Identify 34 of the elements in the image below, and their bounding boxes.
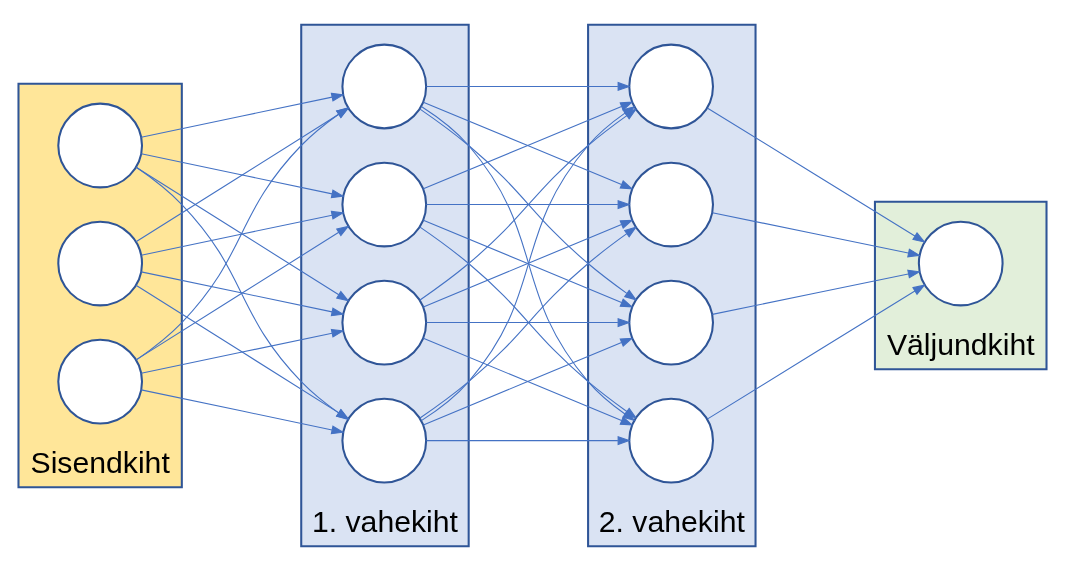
cluster: 2. vahekiht: [587, 23, 757, 548]
arrow: [707, 284, 926, 420]
arrow: [419, 226, 638, 419]
node-circle: [628, 43, 714, 130]
arrow: [140, 271, 345, 317]
node-circle: [341, 161, 428, 248]
cluster: Väljundkiht: [873, 200, 1048, 371]
node-circle: [57, 102, 144, 189]
arrow: [140, 210, 345, 256]
arrow: [135, 225, 350, 361]
node-circle: [341, 43, 428, 130]
arrow: [425, 435, 631, 446]
node-circle: [628, 279, 714, 366]
arrow: [707, 107, 926, 243]
node-circle: [57, 220, 144, 307]
node-circle: [341, 397, 428, 484]
arrow: [711, 212, 921, 258]
node-circle: [628, 161, 714, 248]
arrow: [140, 92, 345, 138]
node-circle: [917, 220, 1004, 307]
cluster: Sisendkiht: [17, 82, 183, 489]
arrow: [425, 199, 631, 210]
node-circle: [341, 279, 428, 366]
node-circle: [57, 338, 144, 425]
arrow: [425, 317, 631, 328]
arrow: [422, 101, 634, 190]
arrow: [422, 219, 634, 308]
arrow: [140, 389, 345, 435]
arrow: [425, 81, 631, 92]
arrow: [711, 269, 921, 315]
arrow: [140, 153, 345, 199]
cluster: 1. vahekiht: [300, 23, 470, 548]
arrow: [140, 328, 345, 374]
node-circle: [628, 397, 714, 484]
